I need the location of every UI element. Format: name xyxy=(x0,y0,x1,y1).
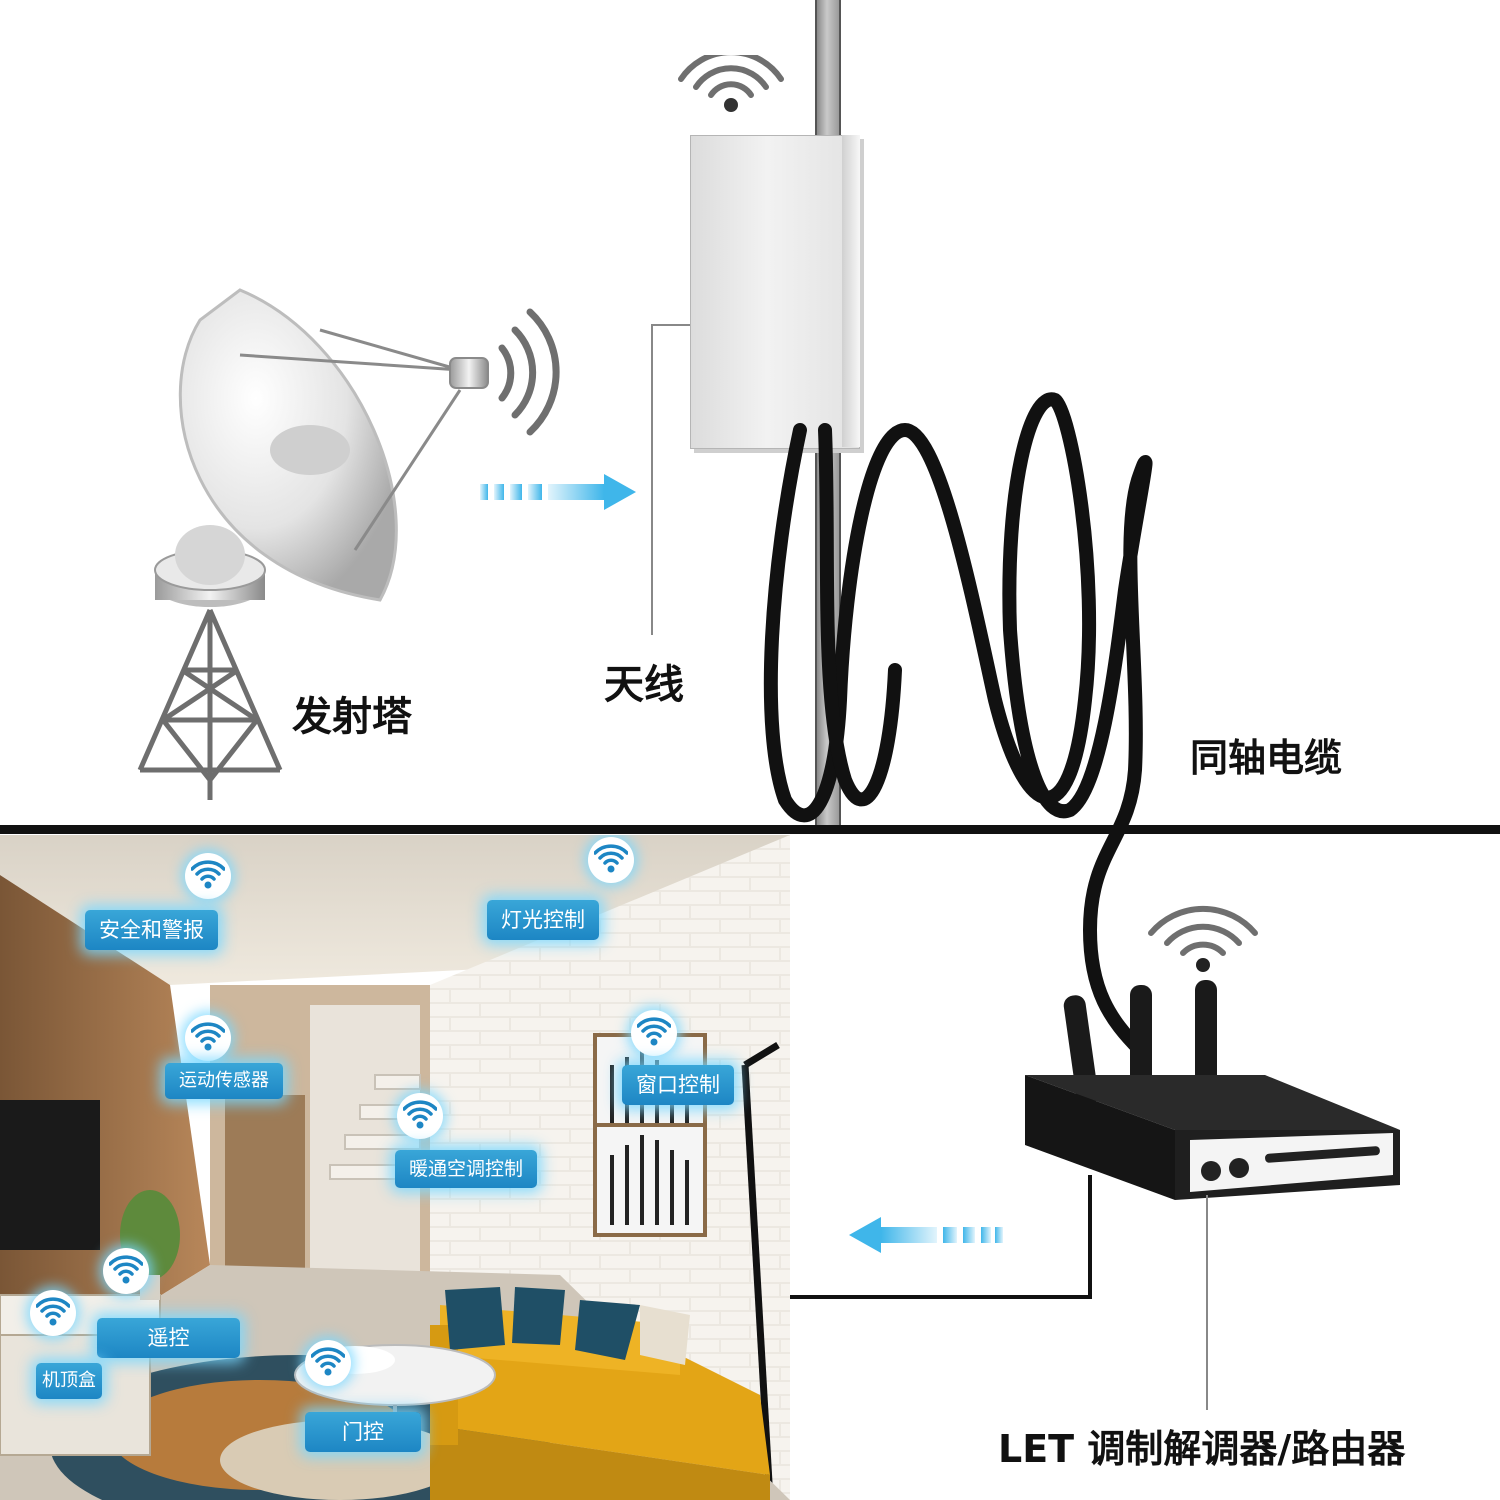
section-divider xyxy=(0,825,1500,834)
tag-security: 安全和警报 xyxy=(85,910,218,950)
router-leader-line xyxy=(1206,1195,1208,1410)
tag-hvac: 暖通空调控制 xyxy=(395,1150,537,1188)
wifi-icon xyxy=(185,853,231,899)
wifi-icon xyxy=(185,1015,231,1061)
tag-remote: 遥控 xyxy=(97,1318,240,1358)
antenna-leader-line xyxy=(640,315,700,645)
tag-lighting: 灯光控制 xyxy=(487,900,599,940)
router-label: LET 调制解调器/路由器 xyxy=(998,1418,1405,1473)
wifi-icon xyxy=(103,1248,149,1294)
wifi-icon xyxy=(676,55,786,115)
smart-home-room: 安全和警报 灯光控制 运动传感器 窗口控制 暖通空调控制 遥控 机顶盒 门控 xyxy=(0,835,790,1500)
router-icon xyxy=(1015,905,1415,1205)
tag-settop: 机顶盒 xyxy=(36,1363,102,1399)
wifi-icon xyxy=(631,1010,677,1056)
antenna-label: 天线 xyxy=(604,652,684,710)
cable-label: 同轴电缆 xyxy=(1190,727,1342,782)
wifi-icon xyxy=(588,837,634,883)
tag-motion: 运动传感器 xyxy=(165,1063,283,1099)
wifi-icon xyxy=(397,1093,443,1139)
tag-window: 窗口控制 xyxy=(622,1065,734,1105)
wifi-icon xyxy=(30,1290,76,1336)
tower-label: 发射塔 xyxy=(292,684,412,742)
tag-door: 门控 xyxy=(305,1412,421,1452)
arrow-right-icon xyxy=(480,472,640,512)
wifi-icon xyxy=(305,1340,351,1386)
